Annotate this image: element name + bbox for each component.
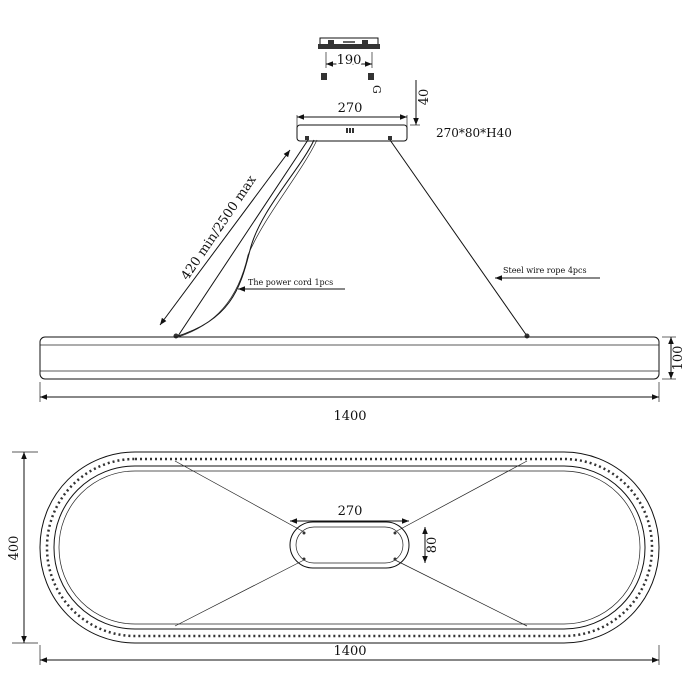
ring-length-dimension: 1400: [39, 382, 660, 424]
top-view-plate: 270 80: [289, 504, 440, 569]
cable-length-label: 420 min/2500 max: [179, 172, 260, 283]
top-view-length-label: 1400: [333, 644, 366, 659]
top-view-plate-depth-label: 80: [425, 537, 440, 554]
power-cord-label: The power cord 1pcs: [248, 278, 333, 287]
wire-rope-callout: Steel wire rope 4pcs: [495, 266, 600, 281]
top-view-plate-width-label: 270: [338, 504, 363, 519]
steel-wire-ropes: [173, 139, 530, 339]
top-view-length-dimension: 1400: [39, 644, 660, 665]
crystal-ring-top-view: [39, 451, 660, 644]
top-view-width-dimension: 400: [7, 451, 38, 644]
plate-height-dimension: 40: [410, 80, 432, 126]
ceiling-canopy: [318, 37, 380, 49]
crystal-ring-side: [39, 336, 660, 380]
plate-height-label: 40: [417, 89, 432, 106]
wire-rope-label: Steel wire rope 4pcs: [503, 266, 587, 275]
ring-length-label: 1400: [333, 409, 366, 424]
cable-length-dimension: 420 min/2500 max: [159, 149, 291, 326]
top-view-wires: [174, 460, 528, 627]
plate-size-label: 270*80*H40: [436, 126, 512, 140]
ring-height-label: 100: [671, 346, 686, 371]
canopy-screw-label: G: [370, 85, 383, 94]
canopy-width-dimension: 190: [325, 51, 373, 70]
mounting-plate-side: 270: [296, 101, 408, 142]
plate-width-label: 270: [338, 101, 363, 116]
ring-height-dimension: 100: [662, 336, 686, 380]
power-cord-callout: The power cord 1pcs: [238, 278, 345, 292]
power-cord: [174, 139, 318, 338]
canopy-width-label: 190: [337, 53, 362, 68]
canopy-screws: G: [321, 73, 383, 94]
top-view-width-label: 400: [7, 536, 22, 561]
